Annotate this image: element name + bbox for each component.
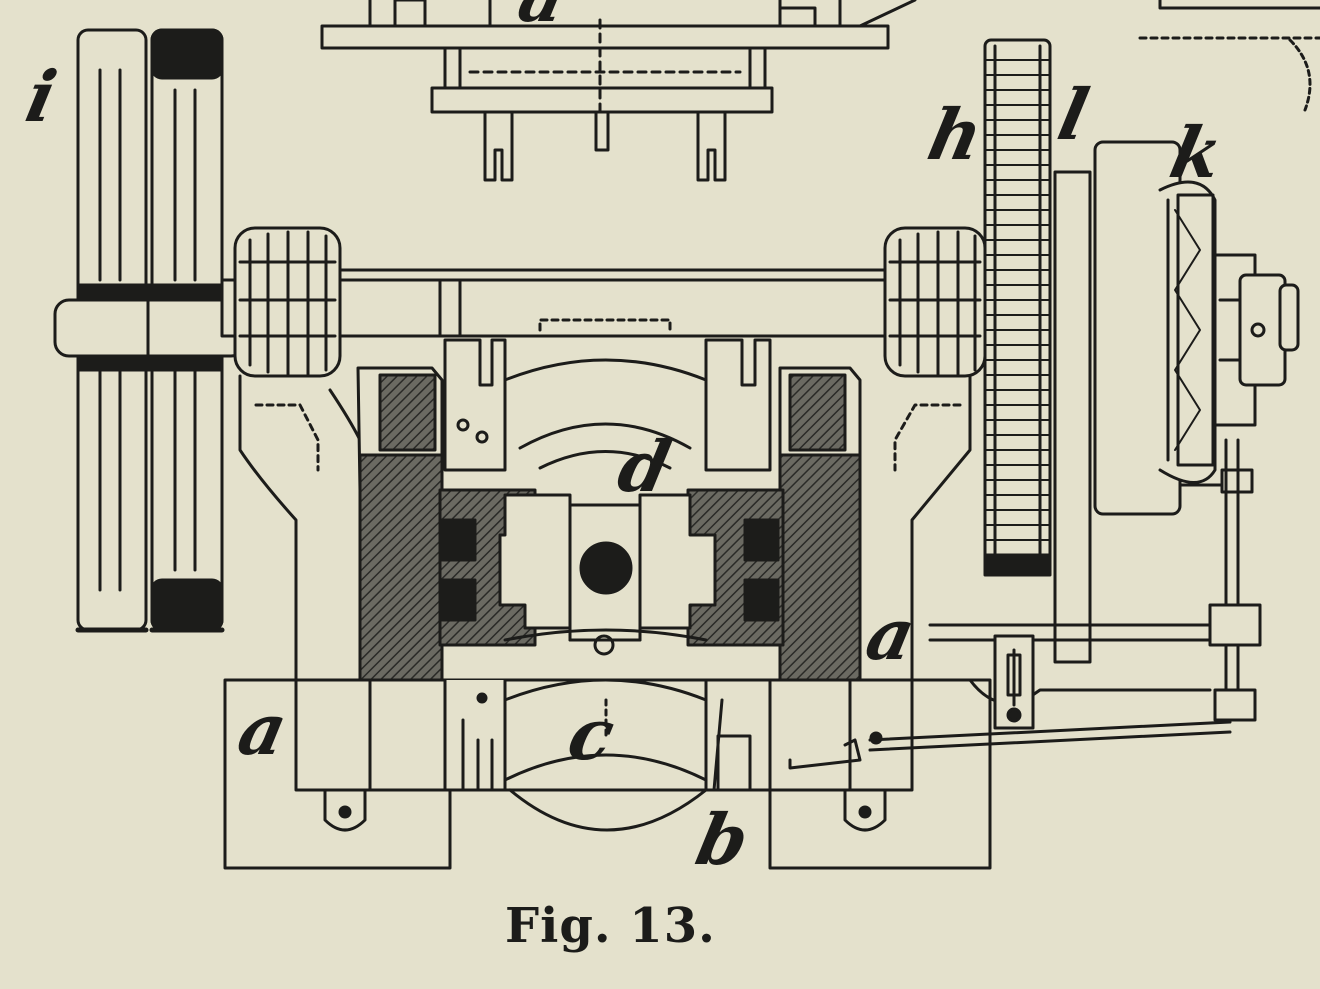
right-bearing (883, 226, 987, 378)
forks-center (443, 338, 772, 792)
linkage (788, 438, 1262, 770)
crank-c (503, 628, 708, 832)
upper-assembly (320, 0, 917, 182)
gear-h (983, 38, 1052, 577)
figure-caption: Fig. 13. (505, 898, 716, 954)
frame-a (223, 374, 992, 870)
slide-d (498, 422, 717, 656)
disc-k (1093, 140, 1300, 516)
main-shaft (220, 268, 984, 338)
arm-l (1053, 170, 1092, 664)
part-b (712, 698, 752, 792)
left-bearing (233, 226, 342, 378)
pulley-i (53, 28, 247, 633)
